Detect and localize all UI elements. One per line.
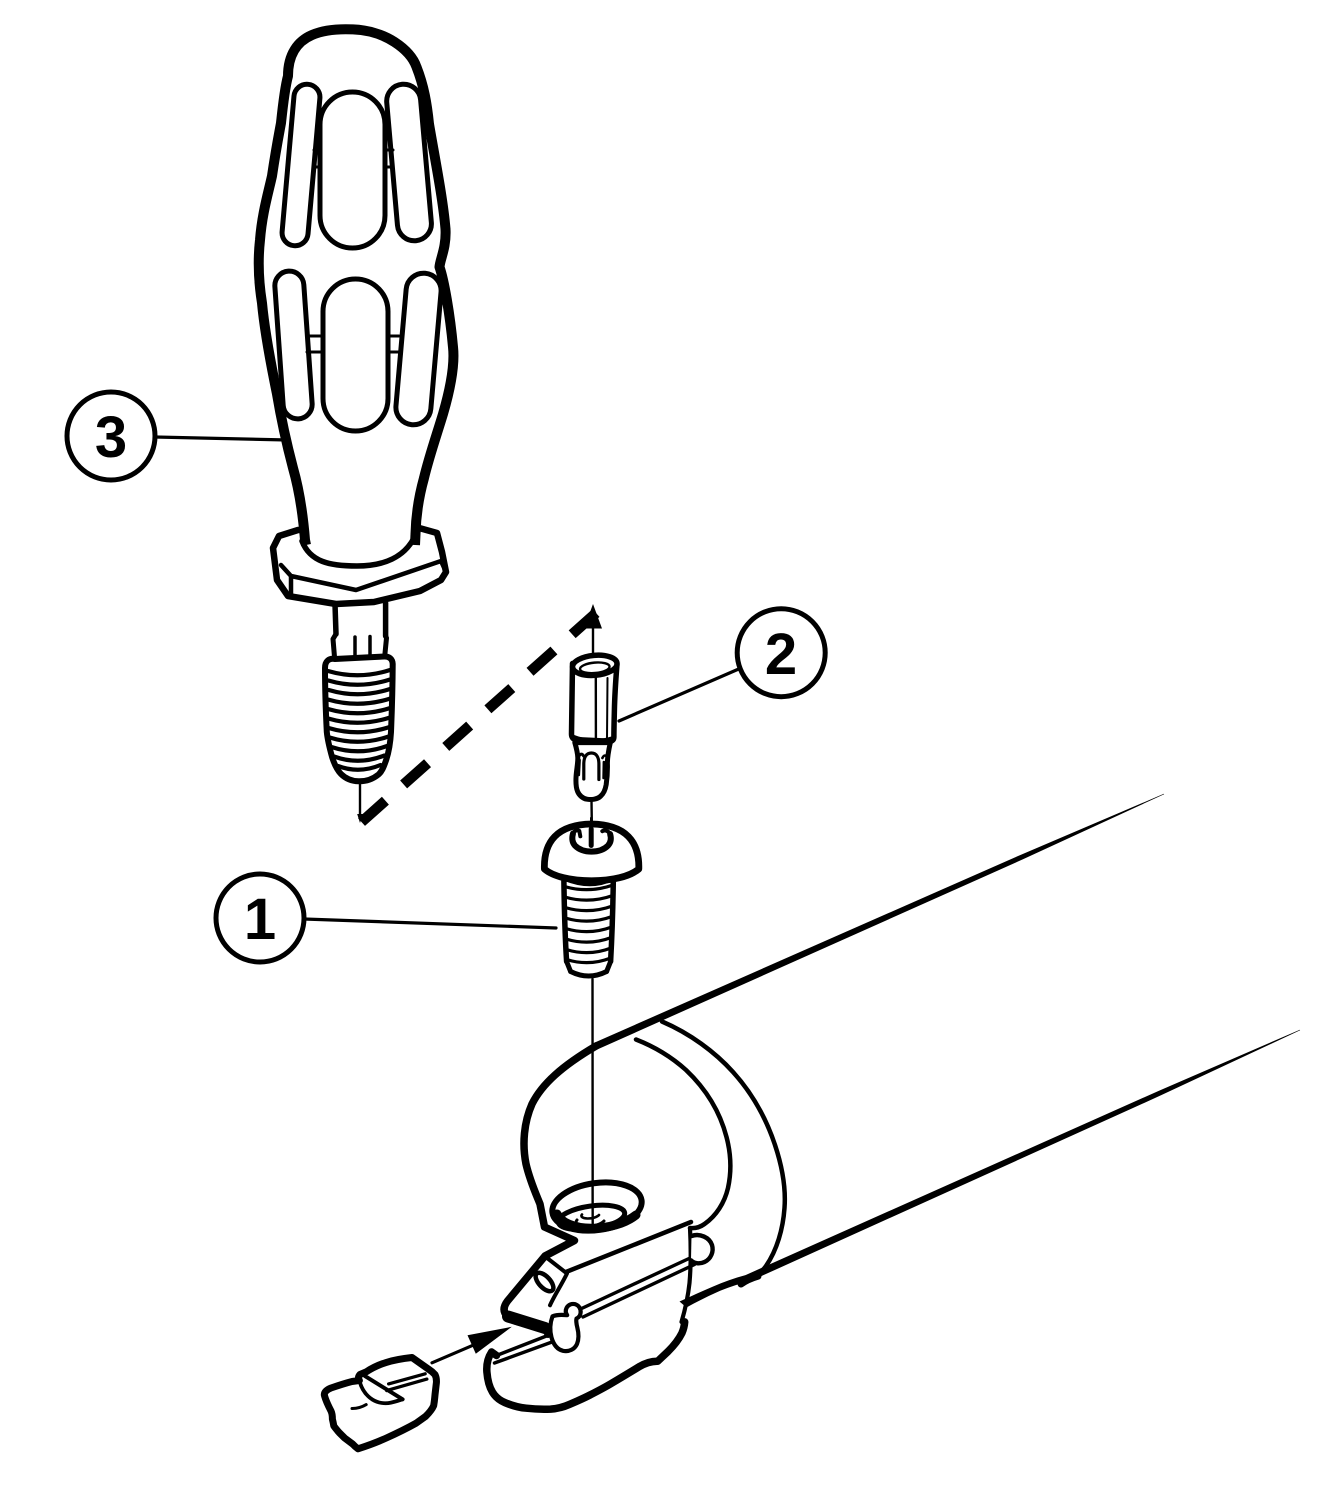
svg-text:3: 3 — [95, 405, 127, 470]
svg-text:1: 1 — [244, 887, 276, 952]
svg-text:2: 2 — [765, 622, 797, 687]
